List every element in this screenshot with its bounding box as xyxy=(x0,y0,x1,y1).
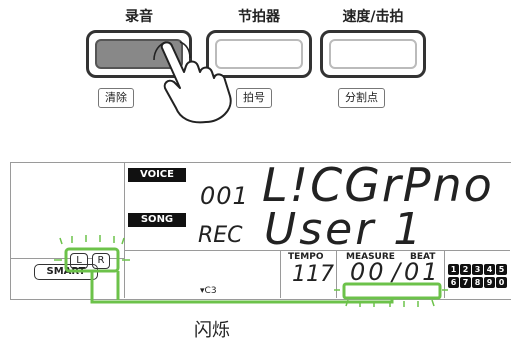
lcd-divider-left xyxy=(124,162,125,298)
number-8: 8 xyxy=(472,277,483,288)
pressing-hand-icon xyxy=(153,41,232,124)
rec-indicator: REC xyxy=(198,223,243,248)
number-3: 3 xyxy=(472,264,483,275)
lcd-display xyxy=(10,162,511,300)
metronome-button[interactable] xyxy=(206,30,312,78)
song-name: User 1 xyxy=(264,204,425,255)
measure-value: 00 xyxy=(350,258,387,286)
lcd-divider-measure xyxy=(336,250,337,298)
lcd-divider-tempo xyxy=(280,250,281,298)
voice-tag: VOICE xyxy=(128,168,186,182)
note-marker: ▾C3 xyxy=(200,286,217,296)
song-tag: SONG xyxy=(128,213,186,227)
beat-label: BEAT xyxy=(410,252,436,262)
tempo-label: TEMPO xyxy=(288,252,324,262)
voice-number: 001 xyxy=(200,182,249,210)
flashing-caption: 闪烁 xyxy=(194,320,230,341)
beat-value: 01 xyxy=(404,258,441,286)
note-marker-text: C3 xyxy=(204,286,217,296)
number-7: 7 xyxy=(460,277,471,288)
lcd-divider-numbers xyxy=(444,250,445,298)
clear-sub-label: 清除 xyxy=(98,88,134,108)
record-button-label: 录音 xyxy=(125,9,153,25)
split-point-sub-label: 分割点 xyxy=(338,88,385,108)
down-triangle-icon: ▾ xyxy=(200,286,205,296)
tempo-tap-button[interactable] xyxy=(320,30,426,78)
number-4: 4 xyxy=(484,264,495,275)
lcd-divider-mid xyxy=(124,250,510,251)
track-left-indicator: L xyxy=(70,253,88,269)
number-5: 5 xyxy=(496,264,507,275)
number-6: 6 xyxy=(448,277,459,288)
number-0: 0 xyxy=(496,277,507,288)
number-2: 2 xyxy=(460,264,471,275)
measure-label: MEASURE xyxy=(346,252,395,262)
time-signature-sub-label: 拍号 xyxy=(236,88,272,108)
leader-line xyxy=(90,271,394,304)
number-9: 9 xyxy=(484,277,495,288)
tempo-tap-button-label: 速度/击拍 xyxy=(342,9,404,25)
tempo-value: 117 xyxy=(292,262,334,287)
voice-name: L!CGrPno xyxy=(262,158,494,212)
metronome-button-label: 节拍器 xyxy=(238,9,280,25)
measure-beat-highlight-box xyxy=(342,282,442,300)
record-button[interactable] xyxy=(86,30,192,78)
track-highlight-box xyxy=(64,247,120,273)
number-1: 1 xyxy=(448,264,459,275)
measure-beat-separator: / xyxy=(392,258,401,286)
